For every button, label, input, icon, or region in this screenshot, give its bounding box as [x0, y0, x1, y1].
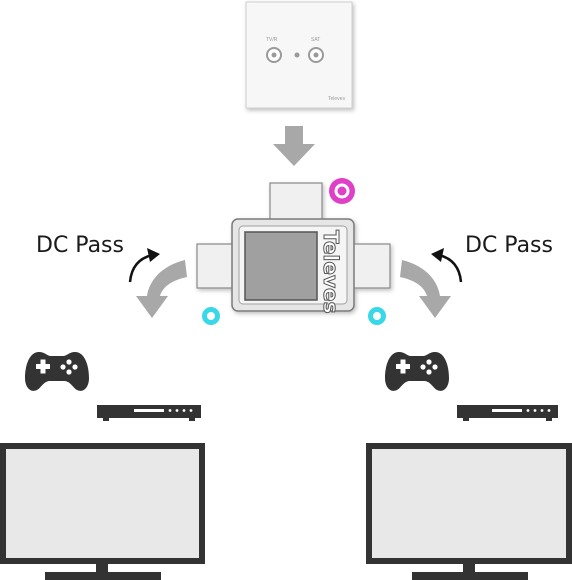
- left-tv-icon: [0, 443, 205, 580]
- left-gamepad-icon: [25, 352, 89, 391]
- right-set-top-box-icon: [457, 405, 558, 421]
- wall-outlet-led: [294, 52, 300, 58]
- wall-outlet-port-left-label: TV/R: [266, 37, 278, 43]
- wall-outlet-port-right-label: SAT: [311, 37, 320, 43]
- left-output-arrow-icon: [136, 260, 187, 318]
- right-output-arrow-icon: [400, 260, 451, 318]
- right-tv-icon: [366, 443, 572, 580]
- left-dc-direction-arrow-icon: [128, 248, 160, 283]
- left-output-marker-icon: [202, 307, 220, 325]
- splitter-label-plate: [244, 231, 318, 301]
- down-arrow-icon: [273, 126, 315, 166]
- splitter-brand: Televes: [319, 230, 343, 313]
- wall-outlet-brand: Televes: [328, 96, 345, 102]
- right-dc-direction-arrow-icon: [431, 248, 463, 283]
- wall-outlet-port-right: [308, 47, 324, 63]
- right-dc-pass-label: DC Pass: [465, 233, 553, 258]
- right-gamepad-icon: [385, 352, 449, 391]
- right-output-marker-icon: [368, 307, 386, 325]
- left-dc-pass-label: DC Pass: [36, 233, 124, 258]
- dc-input-marker-icon: [329, 178, 355, 204]
- wall-outlet-port-left: [266, 47, 282, 63]
- left-set-top-box-icon: [97, 405, 201, 421]
